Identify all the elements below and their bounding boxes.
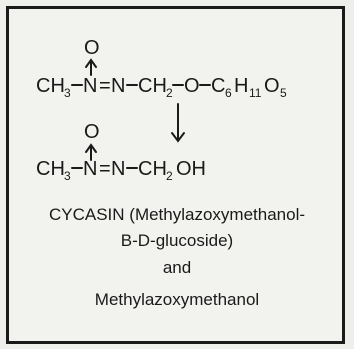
mam-oxide-o: O xyxy=(84,121,100,143)
cycasin-sub2: 2 xyxy=(166,86,173,100)
cycasin-sub3: 3 xyxy=(64,86,71,100)
cycasin-structure: O CH 3 N = N CH 2 O C 6 H 11 O 5 xyxy=(36,37,287,100)
caption-line-4: Methylazoxymethanol xyxy=(94,290,260,309)
cycasin-ch: CH xyxy=(36,75,65,97)
cycasin-sub11: 11 xyxy=(249,86,262,100)
cycasin-h: H xyxy=(234,75,248,97)
reaction-arrow xyxy=(171,103,185,143)
mam-ch2: CH xyxy=(138,158,167,180)
figure-frame xyxy=(6,6,345,344)
mam-n2: N xyxy=(111,158,125,180)
mam-n1: N xyxy=(83,158,97,180)
cycasin-n1: N xyxy=(83,75,97,97)
mam-sub3: 3 xyxy=(64,169,71,183)
cycasin-sub6: 6 xyxy=(225,86,232,100)
cycasin-n2: N xyxy=(111,75,125,97)
caption-line-2: B-D-glucoside) xyxy=(120,231,234,250)
cycasin-oxide-arrowhead xyxy=(85,58,97,68)
mam-oxide-arrowhead xyxy=(85,143,97,153)
cycasin-oxide-o: O xyxy=(84,37,100,59)
cycasin-c: C xyxy=(211,75,225,97)
cycasin-double-bond: = xyxy=(99,75,111,97)
cycasin-o5: O xyxy=(264,75,280,97)
cycasin-ch2: CH xyxy=(138,75,167,97)
mam-ch: CH xyxy=(36,158,65,180)
cycasin-o: O xyxy=(184,75,200,97)
mam-oh: OH xyxy=(176,158,206,180)
mam-structure: O CH 3 N = N CH 2 OH xyxy=(36,121,206,183)
caption-line-1: CYCASIN (Methylazoxymethanol- xyxy=(48,205,306,224)
mam-double-bond: = xyxy=(99,158,111,180)
caption-line-3: and xyxy=(162,258,192,277)
mam-sub2: 2 xyxy=(166,169,173,183)
cycasin-sub5: 5 xyxy=(280,86,287,100)
